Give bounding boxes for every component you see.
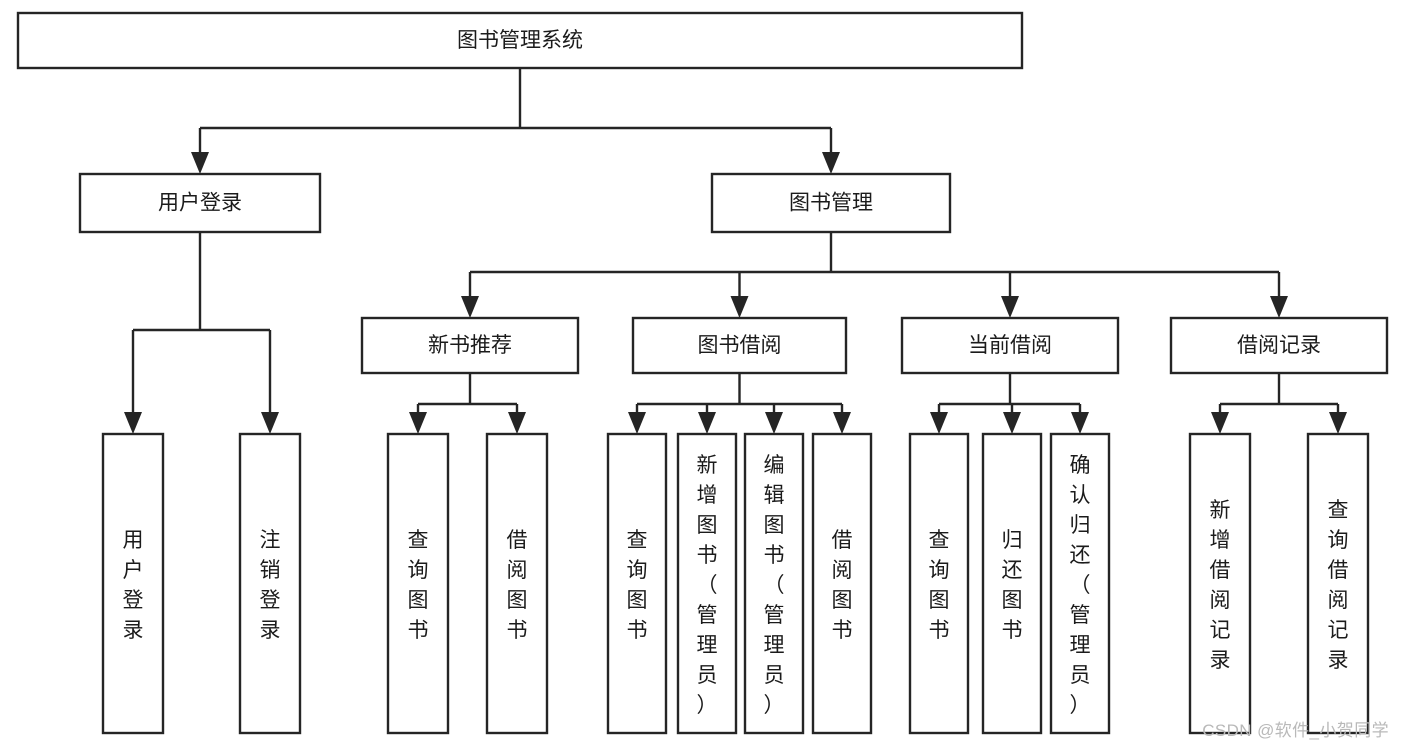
node-label: 归还图书 bbox=[1002, 529, 1023, 642]
node-box[interactable] bbox=[606, 432, 668, 735]
arrow-head-icon bbox=[628, 412, 646, 434]
edge-group-new-book-rec bbox=[409, 373, 526, 434]
node-user-login[interactable]: 用户登录 bbox=[78, 172, 322, 234]
arrow-head-icon bbox=[409, 412, 427, 434]
arrow-head-icon bbox=[833, 412, 851, 434]
node-f-confirm-return[interactable]: 确认归还（管理员） bbox=[1049, 432, 1111, 735]
node-box[interactable] bbox=[1169, 316, 1389, 375]
node-f-add-record[interactable]: 新增借阅记录 bbox=[1188, 432, 1252, 735]
node-box[interactable] bbox=[981, 432, 1043, 735]
node-label: 图书管理 bbox=[789, 192, 873, 215]
arrow-head-icon bbox=[730, 296, 749, 318]
node-f-query-book-b[interactable]: 查询图书 bbox=[606, 432, 668, 735]
arrow-head-icon bbox=[698, 412, 716, 434]
node-label: 查询图书 bbox=[627, 529, 648, 642]
node-box[interactable] bbox=[16, 11, 1024, 70]
node-label: 图书借阅 bbox=[698, 334, 782, 357]
node-f-return-book[interactable]: 归还图书 bbox=[981, 432, 1043, 735]
node-box[interactable] bbox=[78, 172, 322, 234]
node-label: 用户登录 bbox=[123, 529, 144, 642]
node-f-query-book-a[interactable]: 查询图书 bbox=[386, 432, 450, 735]
arrow-head-icon bbox=[1003, 412, 1021, 434]
node-label: 编辑图书（管理员） bbox=[764, 454, 785, 717]
node-box[interactable] bbox=[676, 432, 738, 735]
node-box[interactable] bbox=[360, 316, 580, 375]
node-label: 新书推荐 bbox=[428, 334, 512, 357]
node-box[interactable] bbox=[485, 432, 549, 735]
arrow-head-icon bbox=[124, 412, 142, 434]
node-label: 图书管理系统 bbox=[457, 29, 583, 52]
edge-group-book-manage bbox=[461, 232, 1288, 318]
arrow-head-icon bbox=[765, 412, 783, 434]
edge-group-borrow-record bbox=[1211, 373, 1347, 434]
node-f-logout[interactable]: 注销登录 bbox=[238, 432, 302, 735]
node-label: 查询图书 bbox=[408, 529, 429, 642]
node-box[interactable] bbox=[238, 432, 302, 735]
node-label: 查询借阅记录 bbox=[1328, 499, 1349, 672]
arrow-head-icon bbox=[822, 152, 840, 174]
node-box[interactable] bbox=[631, 316, 848, 375]
node-f-user-login[interactable]: 用户登录 bbox=[101, 432, 165, 735]
connector-layer bbox=[124, 68, 1347, 434]
node-borrow-record[interactable]: 借阅记录 bbox=[1169, 316, 1389, 375]
node-current-borrow[interactable]: 当前借阅 bbox=[900, 316, 1120, 375]
arrow-head-icon bbox=[1001, 296, 1019, 318]
arrow-head-icon bbox=[1270, 296, 1288, 318]
node-box[interactable] bbox=[908, 432, 970, 735]
node-label: 借阅记录 bbox=[1237, 334, 1321, 357]
node-label: 查询图书 bbox=[929, 529, 950, 642]
node-new-book-rec[interactable]: 新书推荐 bbox=[360, 316, 580, 375]
node-label: 新增借阅记录 bbox=[1210, 499, 1231, 672]
node-label: 用户登录 bbox=[158, 192, 242, 215]
node-box[interactable] bbox=[1049, 432, 1111, 735]
node-book-borrow[interactable]: 图书借阅 bbox=[631, 316, 848, 375]
arrow-head-icon bbox=[930, 412, 948, 434]
arrow-head-icon bbox=[1329, 412, 1347, 434]
edge-group-root bbox=[191, 68, 840, 174]
node-box[interactable] bbox=[1188, 432, 1252, 735]
arrow-head-icon bbox=[1071, 412, 1089, 434]
arrow-head-icon bbox=[191, 152, 209, 174]
node-box[interactable] bbox=[101, 432, 165, 735]
node-label: 当前借阅 bbox=[968, 334, 1052, 357]
node-box[interactable] bbox=[743, 432, 805, 735]
node-f-borrow-book-b[interactable]: 借阅图书 bbox=[811, 432, 873, 735]
node-label: 新增图书（管理员） bbox=[697, 454, 718, 717]
arrow-head-icon bbox=[1211, 412, 1229, 434]
node-label: 借阅图书 bbox=[832, 529, 853, 642]
arrow-head-icon bbox=[508, 412, 526, 434]
node-f-add-book[interactable]: 新增图书（管理员） bbox=[676, 432, 738, 735]
node-f-query-book-c[interactable]: 查询图书 bbox=[908, 432, 970, 735]
edge-group-book-borrow bbox=[628, 373, 851, 434]
edge-group-current-borrow bbox=[930, 373, 1089, 434]
arrow-head-icon bbox=[461, 296, 479, 318]
node-box[interactable] bbox=[710, 172, 952, 234]
node-label: 确认归还（管理员） bbox=[1070, 454, 1091, 717]
node-box[interactable] bbox=[1306, 432, 1370, 735]
node-box[interactable] bbox=[811, 432, 873, 735]
edge-group-user-login bbox=[124, 232, 279, 434]
node-root[interactable]: 图书管理系统 bbox=[16, 11, 1024, 70]
node-f-query-record[interactable]: 查询借阅记录 bbox=[1306, 432, 1370, 735]
node-box[interactable] bbox=[386, 432, 450, 735]
node-layer: 图书管理系统用户登录图书管理新书推荐图书借阅当前借阅借阅记录用户登录注销登录查询… bbox=[16, 11, 1389, 735]
node-label: 注销登录 bbox=[260, 529, 281, 642]
node-label: 借阅图书 bbox=[507, 529, 528, 642]
arrow-head-icon bbox=[261, 412, 279, 434]
node-f-borrow-book-a[interactable]: 借阅图书 bbox=[485, 432, 549, 735]
node-box[interactable] bbox=[900, 316, 1120, 375]
node-f-edit-book[interactable]: 编辑图书（管理员） bbox=[743, 432, 805, 735]
node-book-manage[interactable]: 图书管理 bbox=[710, 172, 952, 234]
